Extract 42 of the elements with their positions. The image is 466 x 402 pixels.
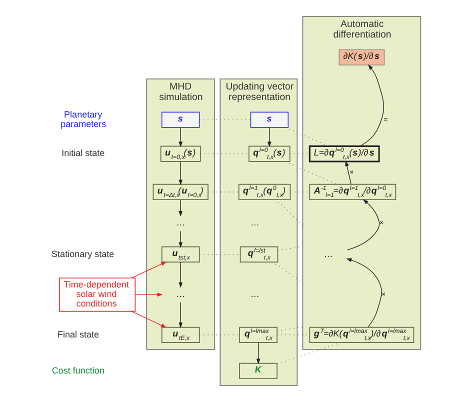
label: Stationary state: [52, 248, 114, 259]
arrow: [135, 292, 163, 297]
node-box: Time-dependent solar wind conditions: [59, 278, 136, 312]
label: Cost function: [52, 365, 104, 376]
arrow: [256, 342, 260, 364]
arrow: [178, 161, 183, 186]
arrow: [131, 311, 167, 328]
node-box: u$_{tE,x}$: [161, 326, 200, 343]
node-box: K: [239, 362, 278, 380]
arrow: [345, 160, 352, 185]
label: Initial state: [62, 148, 105, 158]
node-text: …: [176, 218, 186, 228]
node-box: L=∂q$^{l=0}$$_{t,x}$(s)/∂s: [308, 145, 380, 162]
connector: [285, 127, 329, 146]
arrow: [178, 230, 183, 248]
arrow: [131, 262, 167, 278]
arrow: [178, 127, 183, 148]
node-box: q$^{l=0}$$_{t,x}$(s): [248, 146, 290, 162]
arrow: [346, 199, 380, 250]
label: Final state: [57, 329, 99, 340]
connector: [274, 199, 304, 226]
arrow: [267, 127, 272, 148]
node-box: u$_{t=0,x}$(s): [160, 146, 201, 162]
arrow: [360, 64, 384, 146]
node-box: q$^{l=1}$$_{t,x}$(q$^{0}$$_{t,x}$): [238, 184, 291, 200]
label: Planetary parameters: [60, 109, 106, 130]
arrow: [178, 262, 183, 288]
label: …: [250, 218, 260, 228]
arrow: [178, 200, 183, 217]
node-text: …: [324, 248, 333, 259]
arrow: [178, 302, 183, 328]
node-box: u$_{tst,x}$: [161, 246, 200, 262]
node-box: s: [250, 112, 289, 128]
label: …: [250, 289, 260, 300]
connector: [276, 326, 304, 332]
connector: [284, 161, 338, 185]
node-text: …: [176, 289, 186, 300]
connector: [278, 246, 304, 251]
node-box: u$_{t=Δt,x}$(u$_{t=0,x}$): [152, 184, 208, 200]
arrow: [346, 258, 382, 328]
node-box: ∂K(s)/∂s: [338, 49, 385, 66]
node-box: s: [161, 112, 200, 128]
